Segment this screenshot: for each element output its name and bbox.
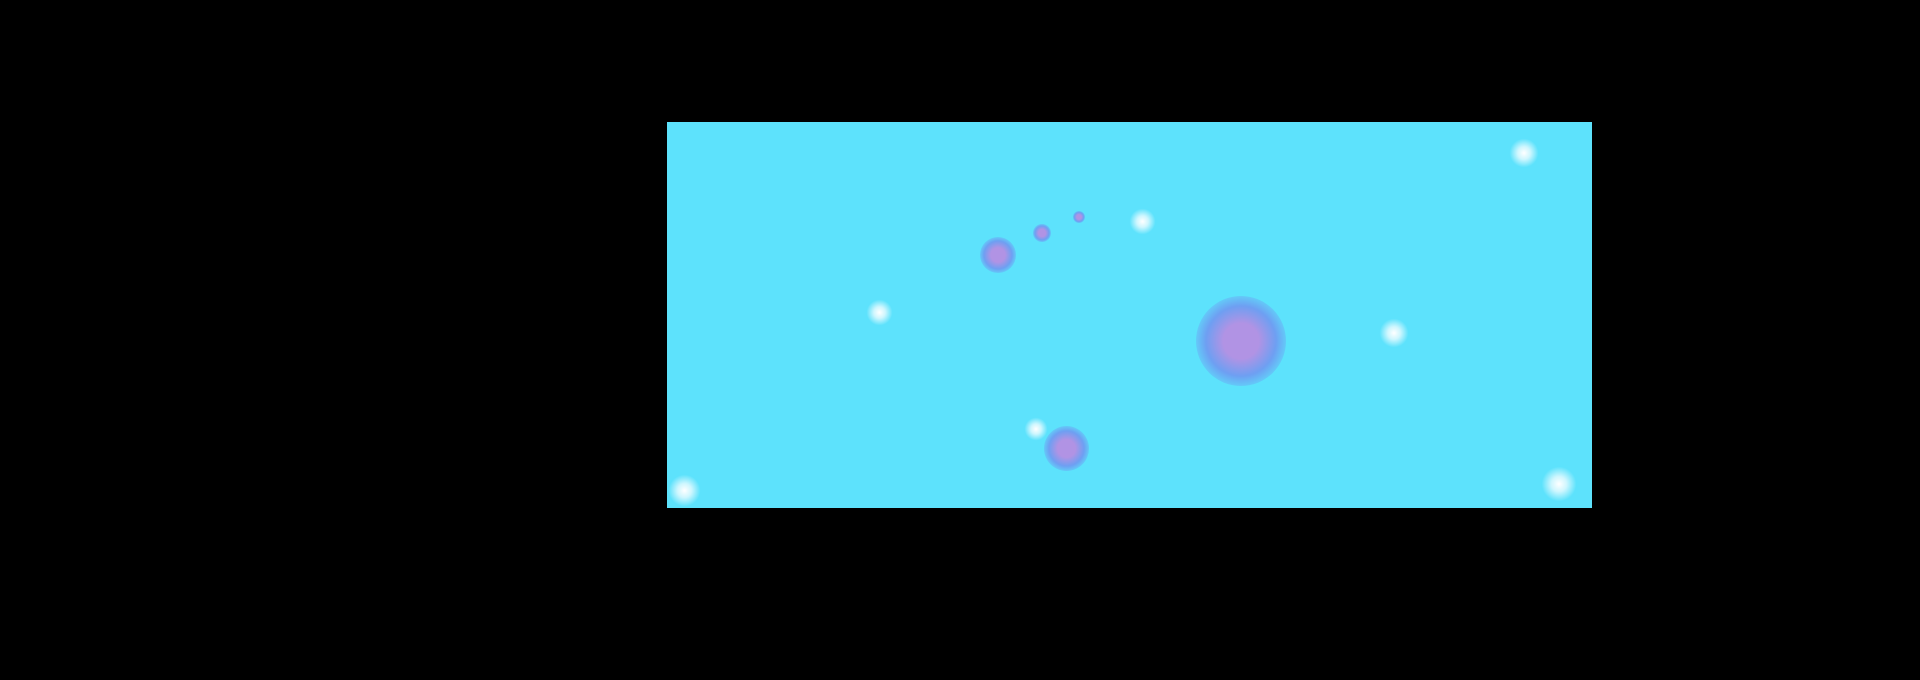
- bubble[interactable]: [1043, 425, 1089, 471]
- game-canvas[interactable]: [667, 122, 1592, 508]
- bubble[interactable]: [980, 237, 1016, 273]
- light-glow[interactable]: [1128, 207, 1156, 235]
- light-glow[interactable]: [1024, 417, 1048, 441]
- bubble[interactable]: [1073, 211, 1085, 223]
- light-glow[interactable]: [1379, 318, 1409, 348]
- light-glow[interactable]: [1509, 138, 1539, 168]
- light-glow[interactable]: [865, 298, 893, 326]
- bubble[interactable]: [1033, 224, 1051, 242]
- light-glow[interactable]: [1541, 466, 1577, 502]
- bubble[interactable]: [1196, 296, 1286, 386]
- light-glow[interactable]: [667, 473, 701, 507]
